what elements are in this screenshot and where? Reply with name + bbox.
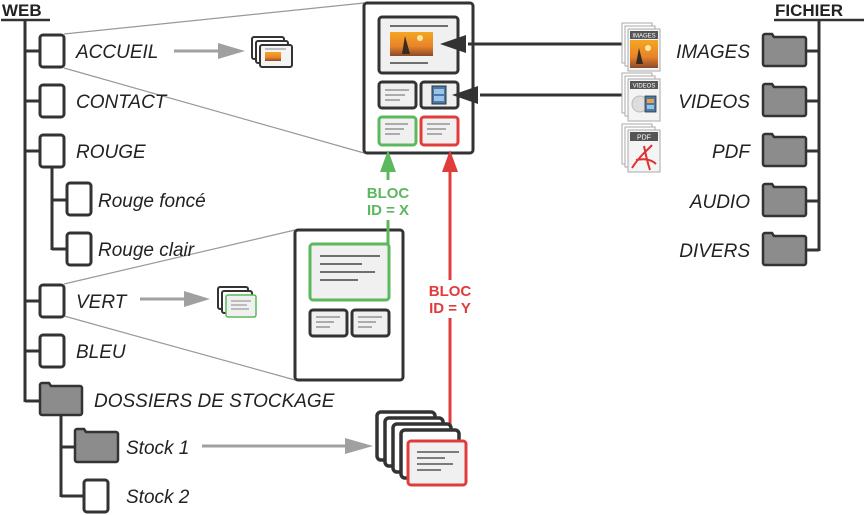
images-badge: IMAGES	[632, 34, 655, 40]
web-item-bleu: BLEU	[76, 342, 126, 363]
page-icon	[38, 283, 66, 319]
folder-icon	[38, 381, 84, 417]
bloc-y-block	[406, 439, 468, 487]
page-mockup-vert	[293, 228, 405, 382]
page-mockup-accueil	[362, 1, 475, 155]
bloc-x-slot	[377, 115, 418, 147]
arrow-head	[440, 35, 466, 53]
arrow-head	[380, 150, 396, 172]
page-icon	[82, 478, 110, 514]
bloc-y-connector: BLOC ID = Y	[429, 150, 472, 440]
file-item-divers: DIVERS	[679, 241, 750, 262]
web-item-stock-2: Stock 2	[126, 487, 190, 508]
zoom-line-accueil-top	[63, 2, 365, 35]
images-file-icon: IMAGES	[621, 22, 661, 72]
web-item-stock-1: Stock 1	[126, 438, 189, 459]
bloc-y-label-line2: ID = Y	[429, 300, 471, 317]
text-block	[308, 308, 349, 338]
web-item-rouge-clair: Rouge clair	[98, 240, 195, 261]
videos-badge: VIDEOS	[633, 84, 656, 90]
film-icon	[431, 85, 447, 105]
zoom-line-accueil-bottom	[63, 67, 365, 154]
bloc-x-label-line1: BLOC	[367, 185, 410, 202]
arrow-head	[218, 43, 245, 59]
folder-icon	[761, 32, 808, 68]
arrow-head	[184, 291, 210, 307]
file-tree: FICHIER IMAGES VIDEOS PDF AUDIO DIVERS	[676, 1, 864, 267]
web-item-vert: VERT	[76, 292, 128, 313]
videos-file-icon: VIDEOS	[621, 72, 661, 122]
web-item-rouge-fonce: Rouge foncé	[98, 191, 206, 212]
bloc-y-slot	[419, 115, 460, 147]
file-item-pdf: PDF	[712, 142, 751, 163]
image-stack-icon	[251, 36, 293, 68]
zoom-line-vert-top	[63, 229, 296, 285]
sunset-image	[390, 32, 433, 56]
web-item-rouge: ROUGE	[76, 142, 146, 163]
folder-icon	[761, 82, 808, 118]
bloc-x-label-line2: ID = X	[367, 202, 409, 219]
arrow-head	[452, 86, 478, 104]
page-icon	[38, 333, 66, 369]
page-icon	[65, 231, 93, 267]
folder-icon	[761, 182, 808, 218]
stock-block-stack	[375, 410, 468, 487]
file-item-videos: VIDEOS	[678, 92, 750, 113]
web-header: WEB	[2, 1, 42, 20]
pdf-file-icon: PDF	[621, 123, 661, 173]
web-item-dossiers-de-stockage: DOSSIERS DE STOCKAGE	[94, 391, 335, 412]
web-item-accueil: ACCUEIL	[75, 42, 158, 63]
page-icon	[65, 181, 93, 217]
page-icon	[38, 133, 66, 169]
pdf-badge: PDF	[637, 135, 651, 142]
fichier-header: FICHIER	[775, 1, 843, 20]
arrow-head	[345, 438, 373, 454]
folder-icon	[73, 427, 120, 464]
web-item-contact: CONTACT	[76, 92, 168, 113]
file-item-images: IMAGES	[676, 42, 750, 63]
file-item-audio: AUDIO	[689, 192, 750, 213]
text-block	[350, 308, 391, 338]
web-tree: WEB	[1, 1, 335, 514]
file-arrows	[440, 35, 625, 104]
block-stack-icon	[217, 286, 257, 318]
folder-icon	[761, 231, 808, 267]
bloc-x-connector: BLOC ID = X	[367, 150, 410, 244]
page-icon	[38, 83, 66, 119]
page-icon	[38, 33, 66, 69]
bloc-y-label-line1: BLOC	[429, 283, 472, 300]
gray-arrows	[140, 43, 373, 454]
zoom-line-vert-bottom	[63, 315, 296, 381]
zoom-lines	[63, 2, 365, 381]
arrow-head	[442, 150, 458, 172]
folder-icon	[761, 132, 808, 168]
